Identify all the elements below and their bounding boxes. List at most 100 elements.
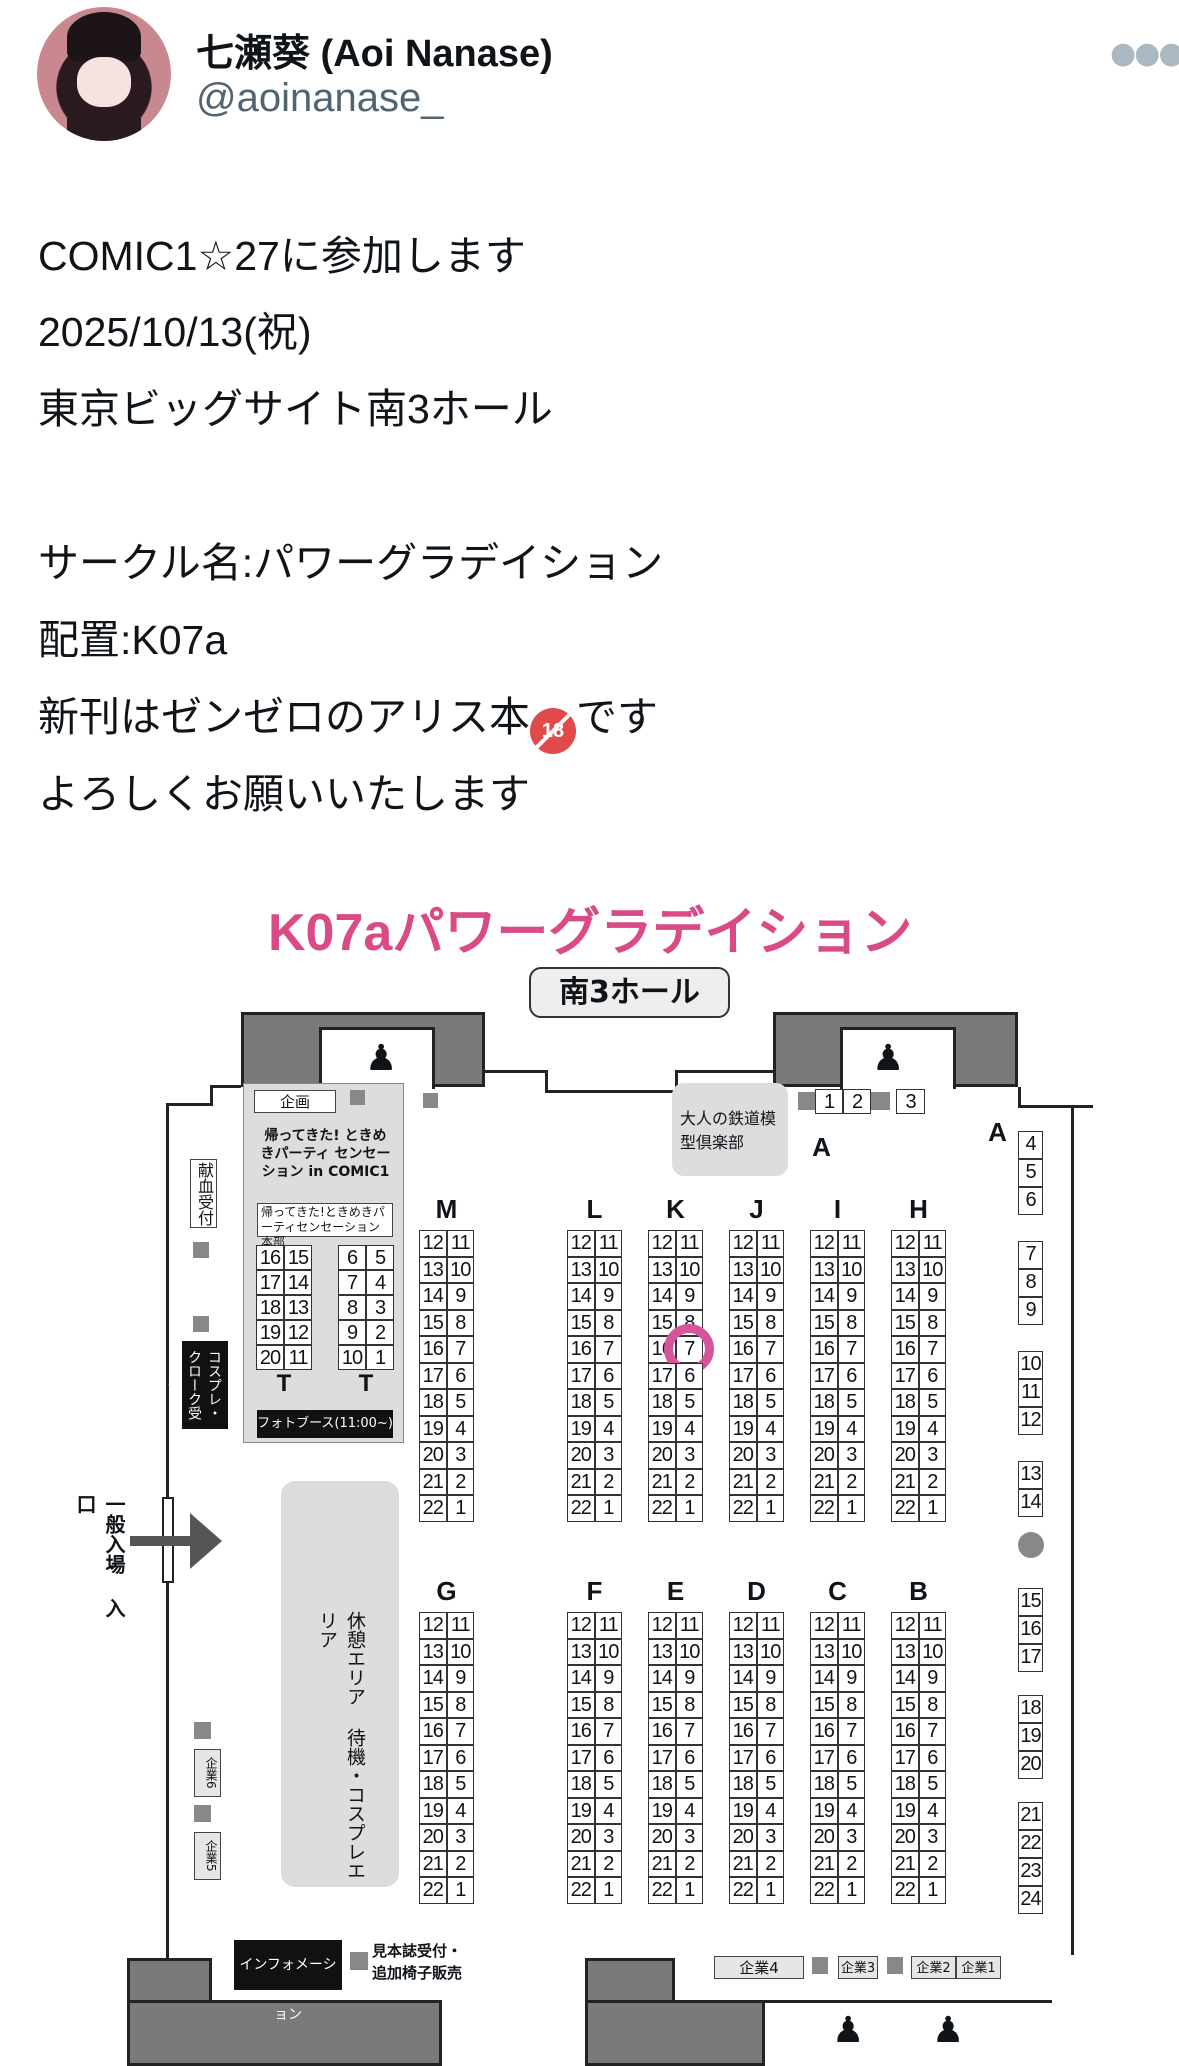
booth-h-20[interactable]: 20 xyxy=(891,1442,919,1469)
booth-k-19[interactable]: 19 xyxy=(648,1415,676,1442)
booth-a-22[interactable]: 22 xyxy=(1018,1830,1043,1858)
booth-i-22[interactable]: 22 xyxy=(810,1495,838,1522)
booth-b-9[interactable]: 9 xyxy=(918,1665,946,1692)
booth-a-19[interactable]: 19 xyxy=(1018,1723,1043,1751)
booth-b-3[interactable]: 3 xyxy=(918,1824,946,1851)
booth-a-1[interactable]: 1 xyxy=(815,1089,843,1114)
booth-d-21[interactable]: 21 xyxy=(729,1850,757,1877)
booth-k-6[interactable]: 6 xyxy=(675,1362,703,1389)
booth-d-12[interactable]: 12 xyxy=(729,1612,757,1639)
booth-j-22[interactable]: 22 xyxy=(729,1495,757,1522)
booth-t-11[interactable]: 11 xyxy=(284,1345,312,1370)
booth-c-11[interactable]: 11 xyxy=(837,1612,865,1639)
booth-m-11[interactable]: 11 xyxy=(446,1230,474,1257)
booth-c-22[interactable]: 22 xyxy=(810,1877,838,1904)
booth-t-17[interactable]: 17 xyxy=(256,1270,284,1295)
booth-e-10[interactable]: 10 xyxy=(675,1638,703,1665)
booth-f-22[interactable]: 22 xyxy=(567,1877,595,1904)
booth-b-15[interactable]: 15 xyxy=(891,1691,919,1718)
booth-h-22[interactable]: 22 xyxy=(891,1495,919,1522)
booth-h-4[interactable]: 4 xyxy=(918,1415,946,1442)
booth-e-22[interactable]: 22 xyxy=(648,1877,676,1904)
booth-e-4[interactable]: 4 xyxy=(675,1797,703,1824)
booth-b-2[interactable]: 2 xyxy=(918,1850,946,1877)
booth-g-9[interactable]: 9 xyxy=(446,1665,474,1692)
booth-l-17[interactable]: 17 xyxy=(567,1362,595,1389)
booth-h-5[interactable]: 5 xyxy=(918,1389,946,1416)
booth-a-5[interactable]: 5 xyxy=(1018,1159,1043,1187)
booth-t-5[interactable]: 5 xyxy=(366,1245,394,1270)
booth-l-14[interactable]: 14 xyxy=(567,1283,595,1310)
booth-k-3[interactable]: 3 xyxy=(675,1442,703,1469)
booth-f-15[interactable]: 15 xyxy=(567,1691,595,1718)
booth-f-21[interactable]: 21 xyxy=(567,1850,595,1877)
booth-h-14[interactable]: 14 xyxy=(891,1283,919,1310)
booth-j-19[interactable]: 19 xyxy=(729,1415,757,1442)
booth-c-4[interactable]: 4 xyxy=(837,1797,865,1824)
booth-e-21[interactable]: 21 xyxy=(648,1850,676,1877)
booth-i-3[interactable]: 3 xyxy=(837,1442,865,1469)
booth-m-20[interactable]: 20 xyxy=(419,1442,447,1469)
booth-t-3[interactable]: 3 xyxy=(366,1295,394,1320)
booth-c-21[interactable]: 21 xyxy=(810,1850,838,1877)
booth-m-10[interactable]: 10 xyxy=(446,1256,474,1283)
booth-m-7[interactable]: 7 xyxy=(446,1336,474,1363)
booth-m-13[interactable]: 13 xyxy=(419,1256,447,1283)
booth-i-4[interactable]: 4 xyxy=(837,1415,865,1442)
booth-l-21[interactable]: 21 xyxy=(567,1468,595,1495)
booth-b-21[interactable]: 21 xyxy=(891,1850,919,1877)
booth-l-9[interactable]: 9 xyxy=(594,1283,622,1310)
booth-h-13[interactable]: 13 xyxy=(891,1256,919,1283)
booth-k-12[interactable]: 12 xyxy=(648,1230,676,1257)
booth-d-4[interactable]: 4 xyxy=(756,1797,784,1824)
booth-t-18[interactable]: 18 xyxy=(256,1295,284,1320)
booth-g-14[interactable]: 14 xyxy=(419,1665,447,1692)
booth-h-7[interactable]: 7 xyxy=(918,1336,946,1363)
booth-k-17[interactable]: 17 xyxy=(648,1362,676,1389)
booth-j-7[interactable]: 7 xyxy=(756,1336,784,1363)
booth-d-1[interactable]: 1 xyxy=(756,1877,784,1904)
booth-j-12[interactable]: 12 xyxy=(729,1230,757,1257)
booth-j-2[interactable]: 2 xyxy=(756,1468,784,1495)
booth-i-1[interactable]: 1 xyxy=(837,1495,865,1522)
booth-l-19[interactable]: 19 xyxy=(567,1415,595,1442)
booth-i-12[interactable]: 12 xyxy=(810,1230,838,1257)
booth-m-14[interactable]: 14 xyxy=(419,1283,447,1310)
booth-i-11[interactable]: 11 xyxy=(837,1230,865,1257)
booth-i-2[interactable]: 2 xyxy=(837,1468,865,1495)
booth-k-2[interactable]: 2 xyxy=(675,1468,703,1495)
booth-g-1[interactable]: 1 xyxy=(446,1877,474,1904)
booth-l-5[interactable]: 5 xyxy=(594,1389,622,1416)
booth-d-19[interactable]: 19 xyxy=(729,1797,757,1824)
booth-t-7[interactable]: 7 xyxy=(338,1270,366,1295)
booth-f-3[interactable]: 3 xyxy=(594,1824,622,1851)
booth-l-10[interactable]: 10 xyxy=(594,1256,622,1283)
booth-i-17[interactable]: 17 xyxy=(810,1362,838,1389)
booth-l-4[interactable]: 4 xyxy=(594,1415,622,1442)
booth-b-19[interactable]: 19 xyxy=(891,1797,919,1824)
booth-m-2[interactable]: 2 xyxy=(446,1468,474,1495)
booth-j-5[interactable]: 5 xyxy=(756,1389,784,1416)
booth-f-11[interactable]: 11 xyxy=(594,1612,622,1639)
booth-t-14[interactable]: 14 xyxy=(284,1270,312,1295)
booth-i-20[interactable]: 20 xyxy=(810,1442,838,1469)
booth-h-11[interactable]: 11 xyxy=(918,1230,946,1257)
booth-d-9[interactable]: 9 xyxy=(756,1665,784,1692)
booth-e-1[interactable]: 1 xyxy=(675,1877,703,1904)
booth-t-2[interactable]: 2 xyxy=(366,1320,394,1345)
booth-b-7[interactable]: 7 xyxy=(918,1718,946,1745)
booth-e-7[interactable]: 7 xyxy=(675,1718,703,1745)
booth-a-9[interactable]: 9 xyxy=(1018,1297,1043,1325)
booth-a-2[interactable]: 2 xyxy=(843,1089,871,1114)
booth-c-20[interactable]: 20 xyxy=(810,1824,838,1851)
booth-k-9[interactable]: 9 xyxy=(675,1283,703,1310)
booth-l-6[interactable]: 6 xyxy=(594,1362,622,1389)
booth-e-3[interactable]: 3 xyxy=(675,1824,703,1851)
booth-b-22[interactable]: 22 xyxy=(891,1877,919,1904)
booth-k-18[interactable]: 18 xyxy=(648,1389,676,1416)
booth-l-12[interactable]: 12 xyxy=(567,1230,595,1257)
booth-f-8[interactable]: 8 xyxy=(594,1691,622,1718)
booth-t-15[interactable]: 15 xyxy=(284,1245,312,1270)
booth-k-14[interactable]: 14 xyxy=(648,1283,676,1310)
booth-l-18[interactable]: 18 xyxy=(567,1389,595,1416)
